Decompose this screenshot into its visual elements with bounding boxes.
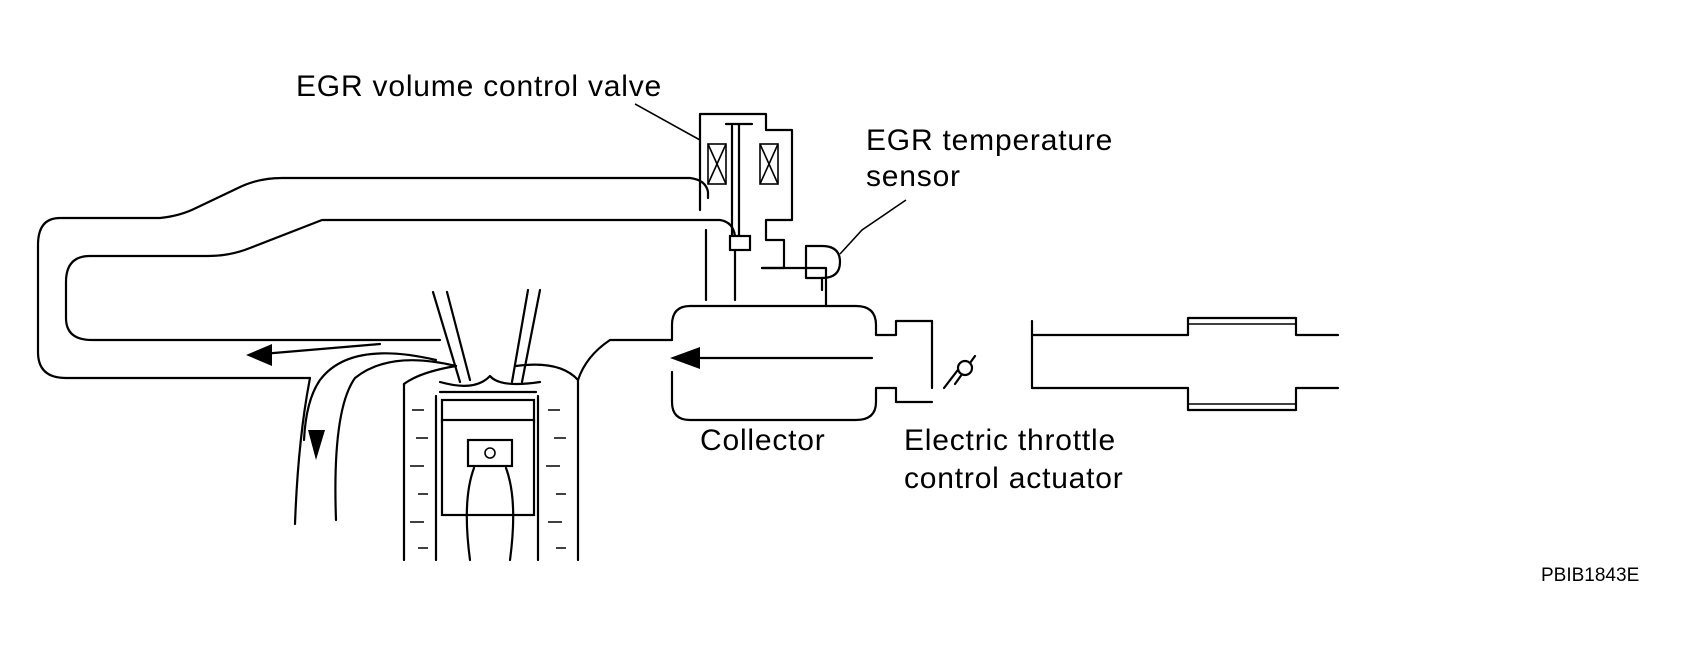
cylinder-block <box>402 338 674 562</box>
collector-label: Collector <box>700 424 826 457</box>
throttle-label-line1: Electric throttle <box>904 424 1116 457</box>
throttle-body <box>930 319 1190 390</box>
figure-code: PBIB1843E <box>1541 565 1640 586</box>
exhaust-port <box>246 342 458 526</box>
valves <box>431 288 542 387</box>
leader-lines <box>634 103 907 255</box>
piston <box>440 398 536 562</box>
air-duct <box>1186 316 1340 412</box>
egr-volume-control-valve <box>698 112 828 308</box>
throttle-label-line2: control actuator <box>904 462 1124 495</box>
egr-temperature-sensor-label-line2: sensor <box>866 160 961 193</box>
egr-volume-control-valve-label: EGR volume control valve <box>296 70 663 103</box>
egr-temperature-sensor-label-line1: EGR temperature <box>866 124 1114 157</box>
egr-passage <box>36 176 737 380</box>
collector-shape <box>670 304 934 422</box>
egr-temperature-sensor <box>804 244 842 292</box>
